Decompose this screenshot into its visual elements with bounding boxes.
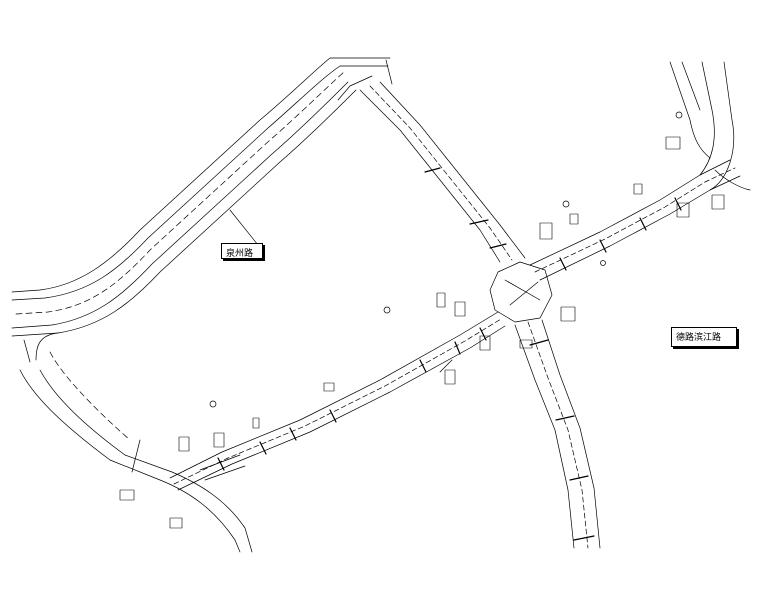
road-name-text-1: 泉州路 — [226, 249, 254, 259]
lane-markings — [217, 167, 682, 541]
upper-right-road — [529, 61, 751, 281]
road-name-label-1: 泉州路 — [221, 243, 263, 259]
intersection — [489, 261, 553, 323]
traffic-signs — [119, 136, 725, 529]
lower-road — [514, 319, 601, 549]
left-curved-road — [11, 57, 391, 553]
road-name-text-2: 德路滨江路 — [676, 333, 722, 343]
road-name-label-2: 德路滨江路 — [671, 327, 737, 347]
marker-symbols — [209, 111, 683, 408]
upper-road — [337, 59, 526, 263]
